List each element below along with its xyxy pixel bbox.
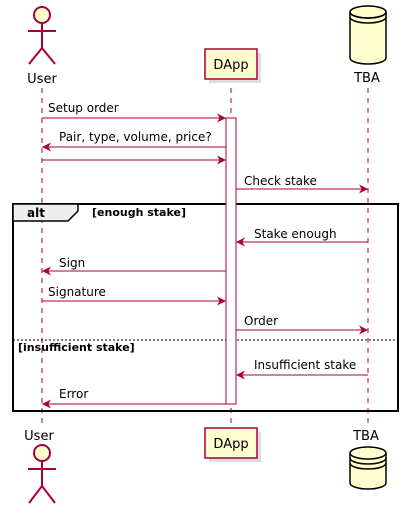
database-icon — [349, 5, 387, 65]
message-error: Error — [42, 387, 226, 409]
message-label: Stake enough — [254, 227, 337, 241]
participant-label-user: User — [27, 72, 57, 87]
participant-label-user: User — [24, 429, 54, 444]
message-signature: Signature — [42, 285, 226, 306]
message-insufficient-stake: Insufficient stake — [236, 358, 368, 380]
message-pair-type-volume-price: Pair, type, volume, price? — [42, 130, 226, 152]
message-check-stake: Check stake — [236, 174, 368, 194]
participant-label-dapp: DApp — [213, 437, 248, 452]
alt-guard-enough: [enough stake] — [92, 206, 186, 219]
alt-keyword: alt — [27, 206, 45, 220]
message-order: Order — [236, 314, 368, 335]
participant-dapp-top: DApp — [204, 48, 261, 83]
message-label: Pair, type, volume, price? — [59, 130, 212, 144]
participant-tba-bottom: TBA — [349, 429, 387, 490]
participant-label-tba: TBA — [353, 71, 380, 86]
actor-user-bottom: User — [24, 429, 56, 504]
message-label: Sign — [59, 256, 85, 270]
message-sign: Sign — [42, 256, 226, 276]
message-label: Setup order — [48, 101, 119, 115]
participant-dapp-bottom: DApp — [204, 427, 261, 462]
participant-label-tba: TBA — [352, 429, 379, 444]
alt-fragment: alt [enough stake] [insufficient stake] — [12, 203, 399, 412]
participant-label-dapp: DApp — [213, 58, 248, 73]
alt-guard-insufficient: [insufficient stake] — [18, 341, 135, 354]
dapp-activation-bar — [225, 117, 237, 405]
actor-stick-figure-icon — [28, 444, 56, 504]
message-stake-enough: Stake enough — [236, 227, 368, 247]
message-label: Insufficient stake — [254, 358, 356, 372]
participant-tba-top: TBA — [349, 5, 387, 86]
actor-stick-figure-icon — [28, 6, 56, 65]
message-setup-order: Setup order — [42, 101, 226, 123]
alt-keyword-tab — [12, 203, 79, 222]
database-icon — [349, 446, 387, 490]
message-label: Signature — [48, 285, 106, 299]
message-label: Check stake — [244, 174, 317, 188]
actor-user-top: User — [27, 6, 57, 87]
message-label: Error — [59, 387, 88, 401]
message-label: Order — [244, 314, 278, 328]
